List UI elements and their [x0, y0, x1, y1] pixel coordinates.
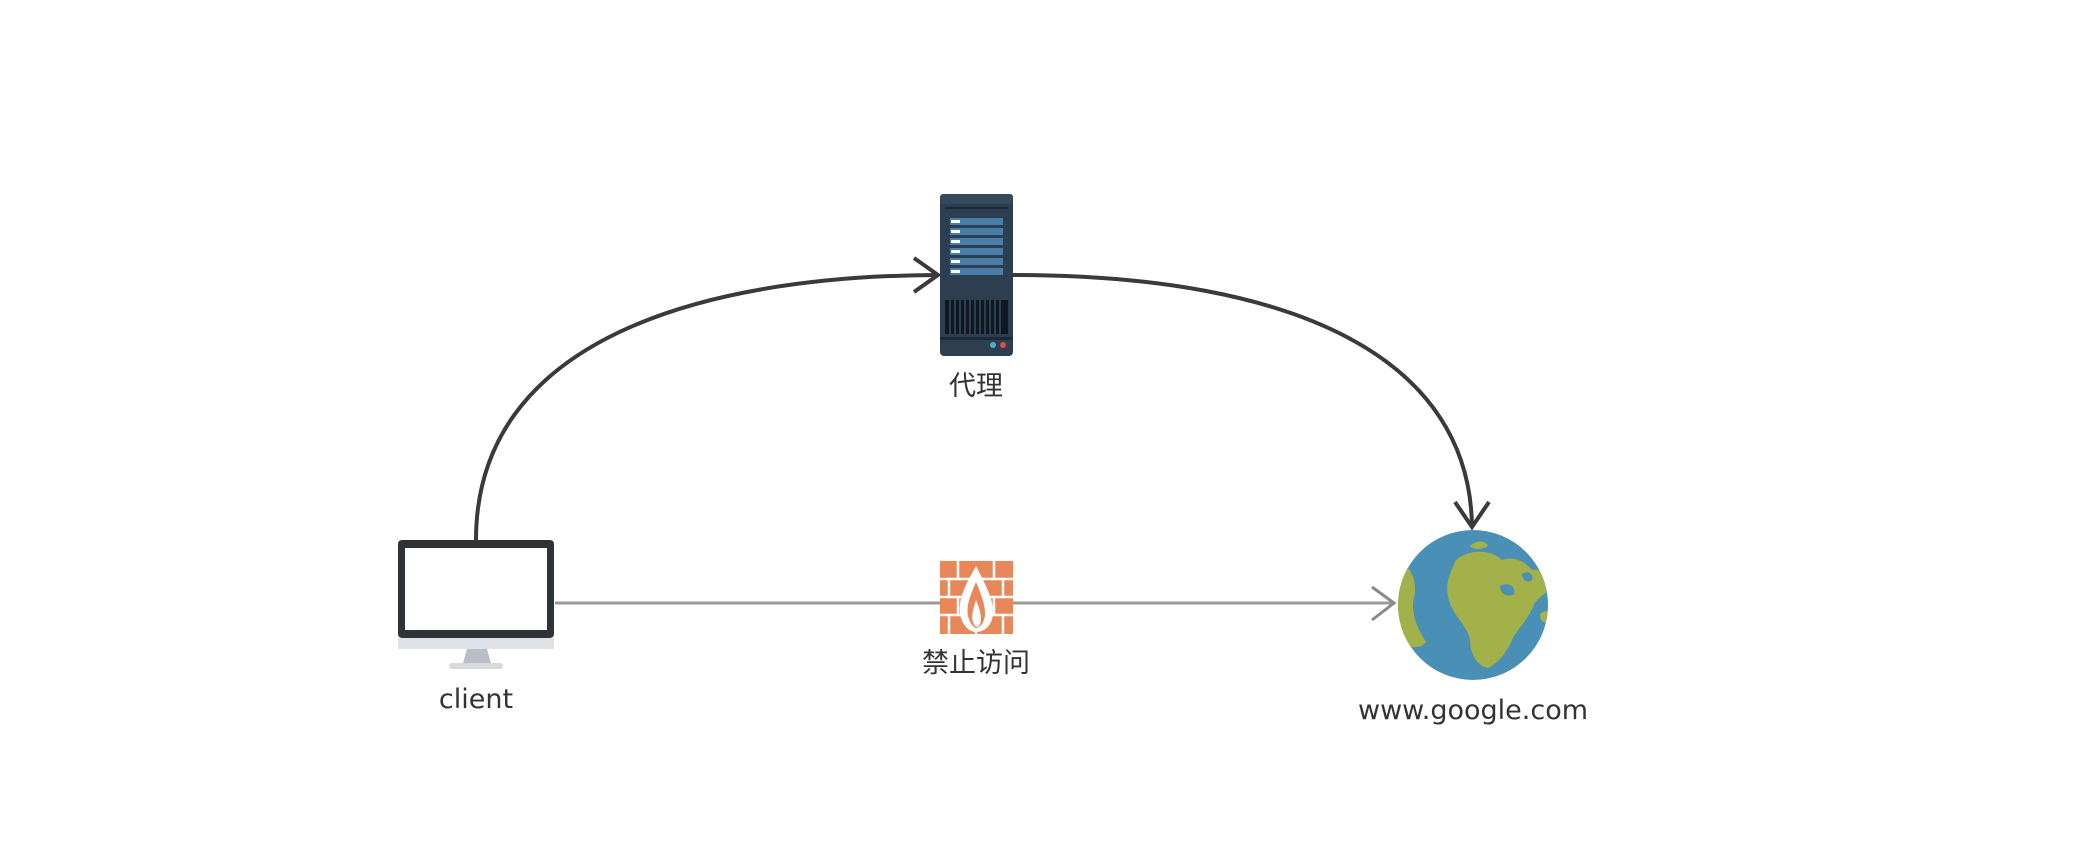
edge-proxy-to-target	[1012, 273, 1474, 528]
edge-client-to-target-arrowhead	[1371, 585, 1397, 622]
firewall-label: 禁止访问	[922, 648, 1030, 679]
globe-icon	[1398, 530, 1548, 680]
client-node: client	[398, 540, 554, 715]
target-label: www.google.com	[1358, 695, 1588, 726]
monitor-icon	[398, 540, 554, 669]
edge-proxy-to-target-arrowhead	[1453, 500, 1491, 531]
client-label: client	[439, 684, 513, 715]
proxy-label: 代理	[949, 371, 1003, 402]
edge-client-to-proxy	[474, 273, 938, 541]
edge-client-to-proxy-arrowhead	[912, 256, 942, 294]
proxy-node: 代理	[940, 194, 1013, 402]
server-icon	[940, 194, 1013, 356]
firewall-icon	[940, 561, 1013, 634]
firewall-node: 禁止访问	[922, 561, 1030, 679]
target-node: www.google.com	[1358, 530, 1588, 726]
